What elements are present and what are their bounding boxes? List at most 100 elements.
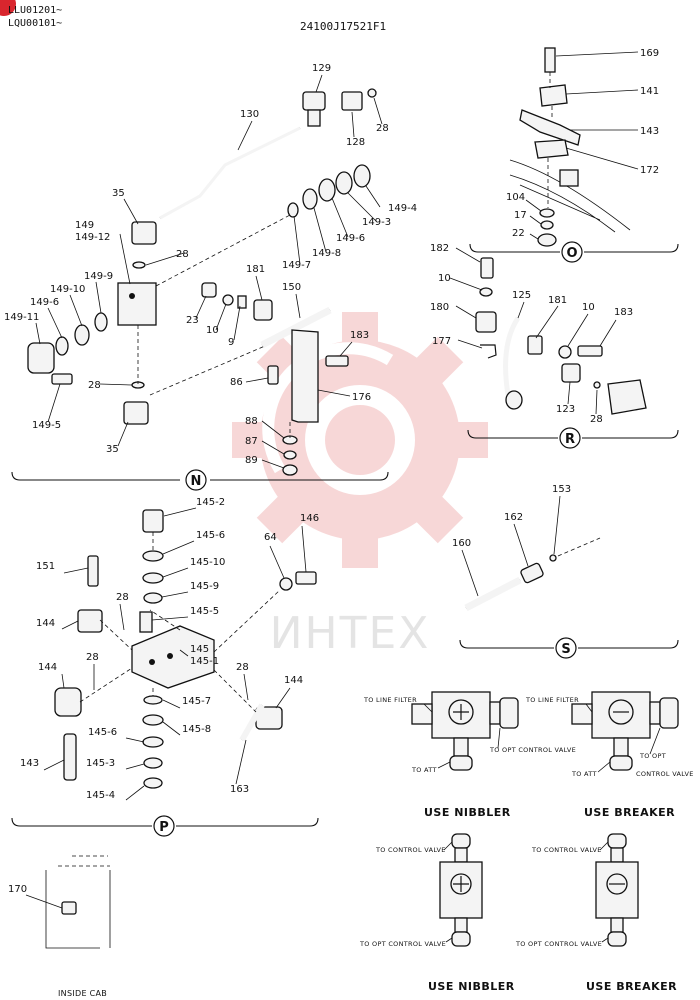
label-22: 22: [512, 228, 525, 239]
section-p-labels: 145-2 145-6 145-10 145-9 146 64 151 28 1…: [20, 497, 319, 801]
section-s-parts: [464, 537, 601, 612]
label-144-b: 144: [38, 662, 57, 673]
section-p-parts: [54, 509, 317, 789]
valve-diagram-nibbler-bottom: [439, 833, 483, 947]
label-145-2: 145-2: [196, 497, 225, 508]
label-145-8: 145-8: [182, 724, 211, 735]
section-n-parts: [27, 88, 377, 476]
label-149-7: 149-7: [282, 260, 311, 271]
label-28-g: 28: [236, 662, 249, 673]
label-9: 9: [228, 337, 234, 348]
label-28-f: 28: [86, 652, 99, 663]
caption-use-nibbler-1: USE NIBBLER: [424, 806, 511, 819]
intex-watermark: ИНТЕХ: [232, 312, 488, 659]
section-p-letter: P: [159, 820, 169, 835]
label-149-5: 149-5: [32, 420, 61, 431]
watermark-text: ИНТЕХ: [270, 608, 431, 659]
label-162: 162: [504, 512, 523, 523]
valve-diagram-breaker-bottom: [595, 833, 639, 947]
label-153: 153: [552, 484, 571, 495]
section-s-letter: S: [561, 642, 570, 657]
label-181-b: 181: [548, 295, 567, 306]
label-183-a: 183: [350, 330, 369, 341]
label-181-a: 181: [246, 264, 265, 275]
label-145-7: 145-7: [182, 696, 211, 707]
note-to-att-2: TO ATT: [571, 770, 597, 778]
section-n-bracket: [11, 471, 389, 481]
label-143-b: 143: [20, 758, 39, 769]
label-149-10: 149-10: [50, 284, 85, 295]
section-n-marker: [185, 469, 207, 491]
label-141: 141: [640, 86, 659, 97]
valve-diagram-breaker-top: [571, 691, 679, 771]
corner-badge: [0, 0, 16, 16]
label-28-c: 28: [88, 380, 101, 391]
label-145-6-b: 145-6: [88, 727, 117, 738]
note-to-opt-cv-3: TO OPT CONTROL VALVE: [359, 940, 446, 948]
section-o-parts: [509, 47, 631, 247]
label-88: 88: [245, 416, 258, 427]
note-to-cv-4: TO CONTROL VALVE: [531, 846, 602, 854]
section-o-marker: [561, 241, 583, 263]
label-176: 176: [352, 392, 371, 403]
label-145-4: 145-4: [86, 790, 115, 801]
drawing-number: 24100J17521F1: [300, 20, 386, 33]
note-to-att-1: TO ATT: [411, 766, 437, 774]
label-87: 87: [245, 436, 258, 447]
label-163: 163: [230, 784, 249, 795]
label-28-e: 28: [116, 592, 129, 603]
note-to-line-filter-2: TO LINE FILTER: [525, 696, 579, 704]
label-145-5: 145-5: [190, 606, 219, 617]
label-149-11: 149-11: [4, 312, 39, 323]
label-145: 145: [190, 644, 209, 655]
gear-logo-icon: [232, 312, 488, 568]
label-35-a: 35: [112, 188, 125, 199]
serial-range-1: LLU01201~: [8, 5, 62, 16]
label-146: 146: [300, 513, 319, 524]
label-169: 169: [640, 48, 659, 59]
section-s-bracket: [459, 639, 679, 649]
label-149-9: 149-9: [84, 271, 113, 282]
label-149-4: 149-4: [388, 203, 417, 214]
label-151: 151: [36, 561, 55, 572]
valve-diagram-nibbler-top: [411, 691, 519, 771]
note-to-cv-3: TO CONTROL VALVE: [375, 846, 446, 854]
label-182: 182: [430, 243, 449, 254]
caption-use-breaker-2: USE BREAKER: [586, 980, 677, 993]
caption-use-nibbler-2: USE NIBBLER: [428, 980, 515, 993]
label-149-8: 149-8: [312, 248, 341, 259]
caption-inside-cab: INSIDE CAB: [58, 989, 107, 998]
label-144-a: 144: [36, 618, 55, 629]
label-143-a: 143: [640, 126, 659, 137]
label-130: 130: [240, 109, 259, 120]
label-149-3: 149-3: [362, 217, 391, 228]
note-to-opt-cv-1: TO OPT CONTROL VALVE: [489, 746, 576, 754]
section-r-marker: [559, 427, 581, 449]
note-to-opt-cv-4: TO OPT CONTROL VALVE: [515, 940, 602, 948]
label-177: 177: [432, 336, 451, 347]
label-64: 64: [264, 532, 277, 543]
label-149-6-b: 149-6: [30, 297, 59, 308]
label-160: 160: [452, 538, 471, 549]
label-10-b: 10: [438, 273, 451, 284]
label-149: 149: [75, 220, 94, 231]
inside-cab-detail: 170 INSIDE CAB: [8, 855, 111, 998]
section-p-bracket: [11, 817, 319, 827]
section-r-bracket: [467, 429, 679, 439]
label-129: 129: [312, 63, 331, 74]
label-180: 180: [430, 302, 449, 313]
note-control-valve-2: CONTROL VALVE: [636, 770, 694, 778]
label-145-6-a: 145-6: [196, 530, 225, 541]
section-p-marker: [153, 815, 175, 837]
section-r-labels: 182 10 180 125 181 10 183 177 123 28: [430, 243, 633, 425]
label-145-9: 145-9: [190, 581, 219, 592]
label-183-b: 183: [614, 307, 633, 318]
label-128: 128: [346, 137, 365, 148]
section-n-letter: N: [191, 474, 202, 489]
label-150: 150: [282, 282, 301, 293]
label-145-3: 145-3: [86, 758, 115, 769]
label-28-d: 28: [590, 414, 603, 425]
label-149-12: 149-12: [75, 232, 110, 243]
label-145-10: 145-10: [190, 557, 225, 568]
label-28-a: 28: [376, 123, 389, 134]
